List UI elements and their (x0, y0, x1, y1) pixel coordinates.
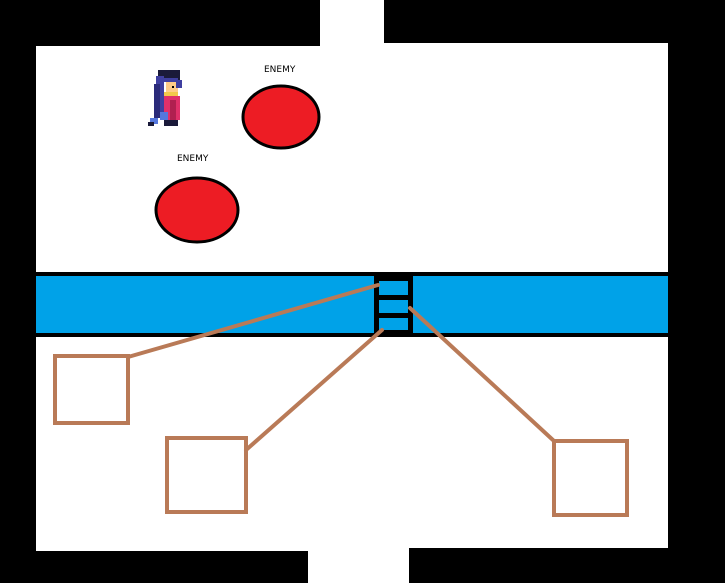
wall-bottom-right (409, 548, 725, 583)
box-middle[interactable] (165, 436, 248, 514)
enemy-2-label: ENEMY (177, 154, 209, 164)
ladder-rung (374, 295, 413, 300)
river-top-bank (36, 272, 668, 276)
wall-left (0, 0, 36, 583)
ladder-bridge[interactable] (374, 276, 413, 336)
river (36, 272, 668, 337)
rope-right (408, 306, 556, 443)
boxes (53, 354, 629, 517)
wall-top-left (0, 0, 320, 46)
rope-left (126, 283, 380, 359)
ladder-rung (374, 276, 413, 281)
enemy-2[interactable] (154, 176, 240, 244)
enemies (154, 84, 321, 244)
rope-middle (244, 328, 384, 452)
river-water (36, 275, 668, 335)
river-bottom-bank (36, 333, 668, 337)
wall-right (668, 0, 725, 583)
ladder-right-rail (408, 276, 413, 336)
enemy-1-label: ENEMY (264, 65, 296, 75)
enemy-1[interactable] (241, 84, 321, 150)
box-right[interactable] (552, 439, 629, 517)
wall-bottom-left (0, 551, 308, 583)
ropes (126, 283, 556, 452)
player-character-icon[interactable] (148, 70, 182, 126)
box-left[interactable] (53, 354, 130, 425)
ladder-left-rail (374, 276, 379, 336)
ladder-rung (374, 330, 413, 335)
ladder-rung (374, 313, 413, 318)
